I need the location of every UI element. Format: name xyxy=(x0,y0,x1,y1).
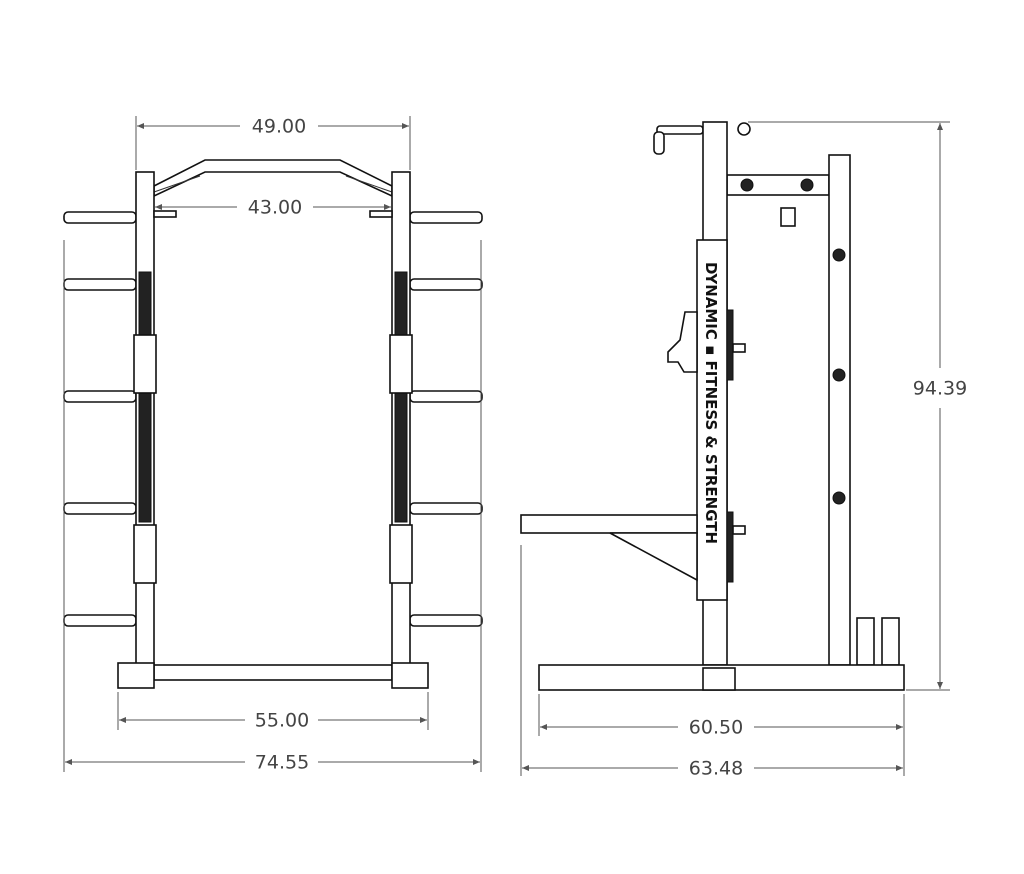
pullup-bar-end xyxy=(656,125,704,135)
dimension-base-width: 55.00 xyxy=(117,692,429,732)
dimension-overall-depth: 63.48 xyxy=(520,545,903,780)
dimension-height: 94.39 xyxy=(748,121,967,691)
weight-horns-left xyxy=(63,211,137,627)
dimension-label: 60.50 xyxy=(689,717,743,739)
dimension-label: 94.39 xyxy=(913,378,967,400)
dimension-label: 55.00 xyxy=(255,710,309,732)
safety-arm xyxy=(520,514,698,534)
plate-storage-peg xyxy=(856,617,875,666)
left-foot xyxy=(117,662,155,689)
dimension-overall-width: 74.55 xyxy=(63,240,482,774)
right-foot xyxy=(391,662,429,689)
brand-plate xyxy=(696,239,728,601)
base-crossbar xyxy=(153,664,393,681)
side-view: DYNAMIC ▪ FITNESS & STRENGTH 94.39 xyxy=(520,121,967,780)
weight-horns-right xyxy=(409,211,483,627)
brand-logo: DYNAMIC ▪ FITNESS & STRENGTH xyxy=(702,262,720,544)
dimension-label: 43.00 xyxy=(248,197,302,219)
pullup-arch xyxy=(153,159,393,198)
front-view: 49.00 43.00 55.00 74.55 xyxy=(63,116,483,774)
dimension-label: 74.55 xyxy=(255,752,309,774)
dimension-label: 49.00 xyxy=(252,116,306,138)
j-hook-columns xyxy=(133,271,413,584)
rear-upright-holes xyxy=(832,248,846,505)
dimension-top-width: 49.00 xyxy=(135,116,411,170)
plate-storage-peg xyxy=(881,617,900,666)
dimension-inner-width: 43.00 xyxy=(155,197,391,219)
j-hook xyxy=(667,311,698,373)
dimension-base-depth: 60.50 xyxy=(538,694,905,776)
dimension-label: 63.48 xyxy=(689,758,743,780)
rear-upright xyxy=(828,154,851,666)
